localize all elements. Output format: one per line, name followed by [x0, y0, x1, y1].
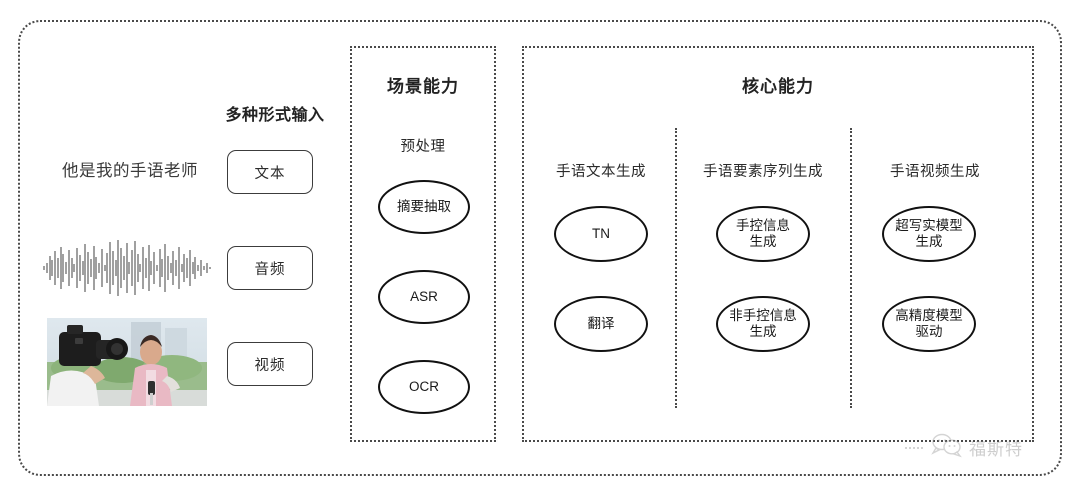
outer-dotted-frame: [18, 20, 1062, 476]
node-ocr[interactable]: OCR: [378, 360, 470, 414]
node-summary-extraction[interactable]: 摘要抽取: [378, 180, 470, 234]
node-hyperrealistic-model-generation[interactable]: 超写实模型 生成: [882, 206, 976, 262]
core-capability-panel: 核心能力 手语文本生成 TN 翻译 手语要素序列生成 手控信息 生成 非手控信息…: [522, 46, 1034, 442]
watermark: 福斯特: [905, 432, 1023, 463]
core-column-divider-2: [850, 128, 852, 408]
watermark-dotted-line: [905, 446, 923, 449]
core-column-divider-1: [675, 128, 677, 408]
scene-section-label-preprocess: 预处理: [400, 139, 446, 155]
audio-waveform: [42, 238, 214, 298]
input-type-text-box[interactable]: 文本: [227, 150, 313, 194]
core-column-label-sign-video: 手语视频生成: [890, 164, 980, 180]
node-translation[interactable]: 翻译: [554, 296, 648, 352]
video-thumbnail: [47, 318, 207, 406]
watermark-text: 福斯特: [969, 440, 1023, 459]
input-section-heading: 多种形式输入: [225, 107, 325, 124]
node-high-precision-model-driving[interactable]: 高精度模型 驱动: [882, 296, 976, 352]
core-column-label-sign-element-sequence: 手语要素序列生成: [703, 164, 823, 180]
scene-capability-title: 场景能力: [387, 77, 459, 96]
input-type-audio-box[interactable]: 音频: [227, 246, 313, 290]
node-non-manual-info-generation[interactable]: 非手控信息 生成: [716, 296, 810, 352]
node-manual-info-generation[interactable]: 手控信息 生成: [716, 206, 810, 262]
node-asr[interactable]: ASR: [378, 270, 470, 324]
core-capability-title: 核心能力: [742, 77, 814, 96]
sample-sentence-text: 他是我的手语老师: [62, 162, 198, 180]
core-column-label-sign-text: 手语文本生成: [556, 164, 646, 180]
wechat-bubble-icon: [930, 432, 964, 463]
scene-capability-panel: 场景能力 预处理 摘要抽取 ASR OCR: [350, 46, 496, 442]
input-type-video-box[interactable]: 视频: [227, 342, 313, 386]
node-tn[interactable]: TN: [554, 206, 648, 262]
